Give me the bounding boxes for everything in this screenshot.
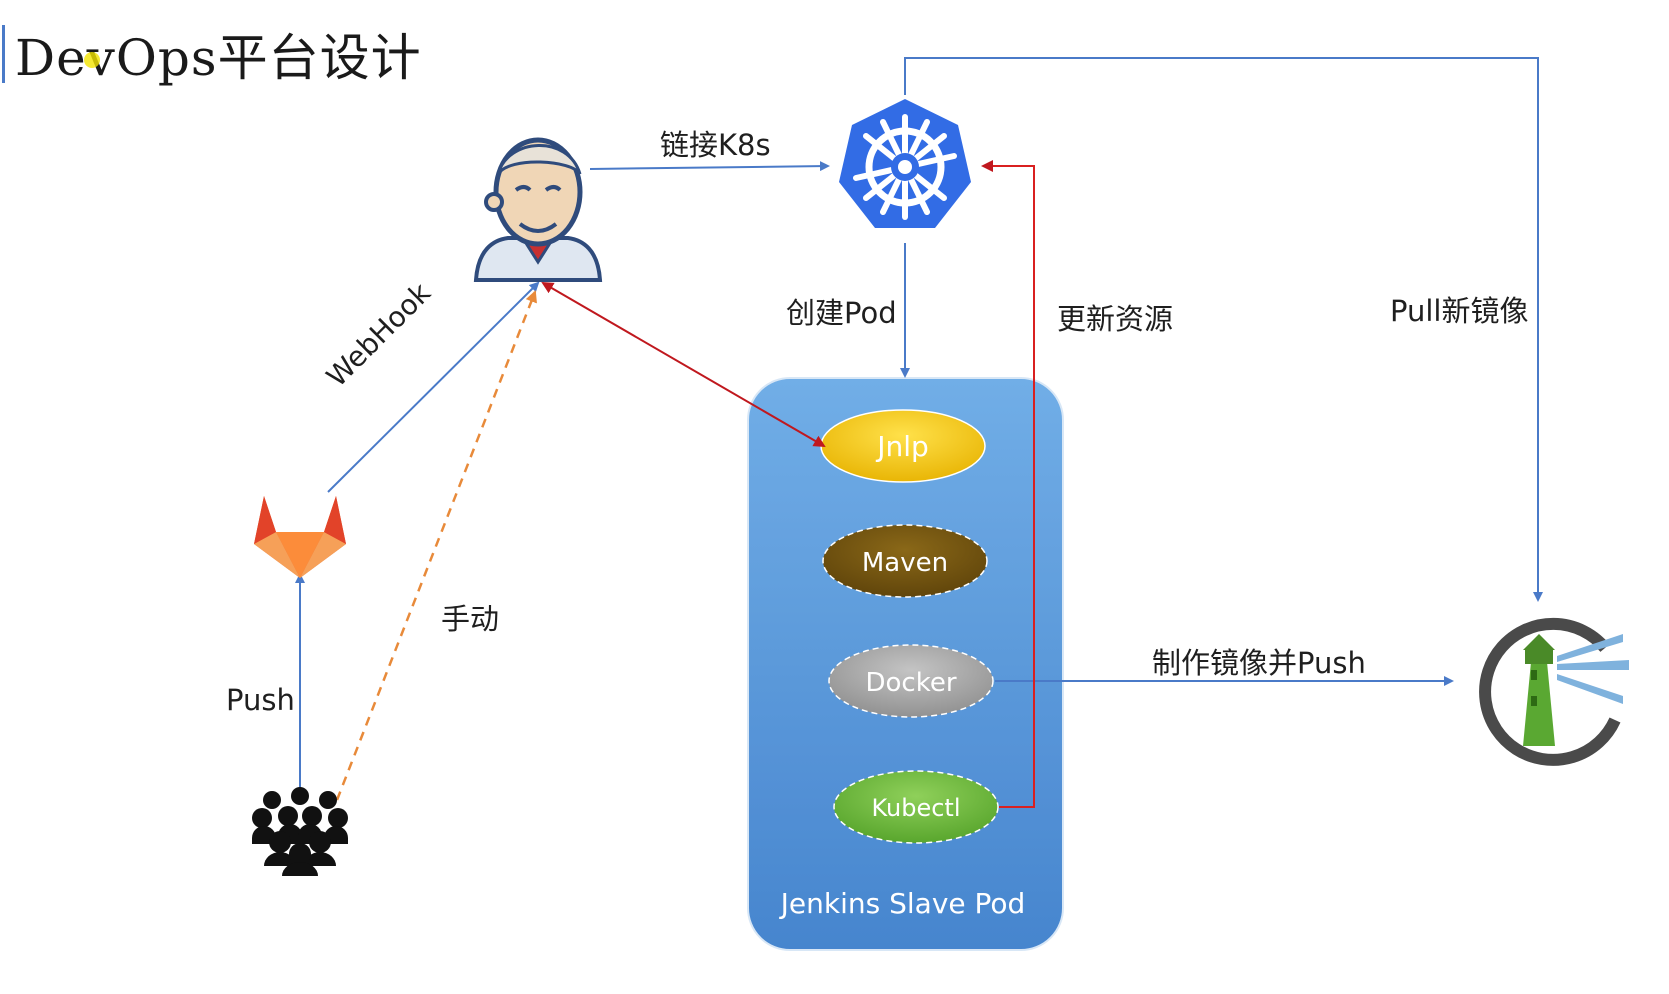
label-manual: 手动 xyxy=(441,602,500,636)
edge-jnlp-connect xyxy=(541,281,826,448)
container-kubectl: Kubectl xyxy=(833,770,999,844)
title-accent-bar xyxy=(2,25,5,83)
cursor-highlight xyxy=(84,52,100,68)
container-docker: Docker xyxy=(828,644,994,718)
label-link-k8s: 链接K8s xyxy=(660,128,771,162)
kubernetes-icon xyxy=(839,99,971,228)
harbor-icon xyxy=(1479,617,1629,766)
label-push: Push xyxy=(226,683,295,717)
page-title: DevOps平台设计 xyxy=(15,29,422,87)
container-docker-label: Docker xyxy=(865,668,956,698)
title-group: DevOps平台设计 xyxy=(0,22,422,87)
jenkins-icon xyxy=(473,137,603,282)
container-maven: Maven xyxy=(822,524,988,598)
container-jnlp-label: Jnlp xyxy=(875,430,929,463)
edge-manual xyxy=(335,290,537,801)
users-icon xyxy=(252,787,348,876)
gitlab-icon xyxy=(254,496,346,578)
pod-title: Jenkins Slave Pod xyxy=(780,887,1026,920)
edge-webhook xyxy=(327,281,540,493)
container-jnlp: Jnlp xyxy=(820,409,986,483)
label-update-resource: 更新资源 xyxy=(1057,302,1174,336)
edge-update-resource xyxy=(981,160,1035,808)
edge-pull-image xyxy=(904,57,1543,602)
edge-link-k8s xyxy=(589,161,830,172)
label-create-pod: 创建Pod xyxy=(786,296,897,330)
container-maven-label: Maven xyxy=(862,548,948,578)
container-kubectl-label: Kubectl xyxy=(871,794,960,822)
label-pull-image: Pull新镜像 xyxy=(1390,294,1529,328)
label-build-push: 制作镜像并Push xyxy=(1152,646,1366,680)
